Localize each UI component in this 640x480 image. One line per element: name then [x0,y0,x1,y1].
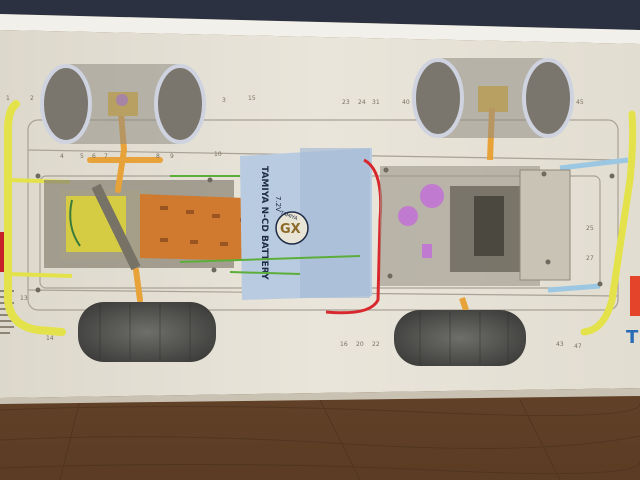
part-number: 3 [222,97,226,104]
receiver-inner [474,196,504,256]
part-number: 43 [556,341,564,348]
right-orange-mark [630,276,640,316]
part-number: 13 [20,295,28,302]
wood-grain [0,399,640,480]
motor-badge-seal [275,211,309,245]
motor-badge: GX [280,222,301,237]
side-letter: T [626,327,639,348]
screw-dots [35,167,615,293]
front-bumper [3,100,66,336]
rear-axle-bottom [459,297,469,311]
part-number: 25 [586,225,594,232]
part-number: 20 [356,341,364,348]
box-bottom-edge [0,388,640,404]
part-number: 16 [340,341,348,348]
part-number: 47 [574,343,582,350]
part-number: 5 [80,153,84,160]
rail-right-top [559,157,629,171]
battery-voltage: 7.2V [274,196,282,212]
part-number: 4 [60,153,64,160]
battery-label: TAMIYA N-CD BATTERY [259,166,269,280]
servo-purple-bottom [422,244,432,258]
box-top-edge [0,0,640,30]
rail-right-bottom [547,283,601,293]
part-number-callouts: 1 2 3 4 5 6 7 8 9 10 15 23 24 31 40 45 1… [6,95,594,350]
part-number: 9 [170,153,174,160]
part-number: 22 [372,341,380,348]
part-number: 1 [6,95,10,102]
part-number: 10 [214,151,222,158]
part-number: 27 [586,255,594,262]
part-number: 45 [576,99,584,106]
rear-top-wheel [412,58,574,138]
part-number: 23 [342,99,350,106]
rear-bumper [580,110,637,336]
part-number: 40 [402,99,410,106]
front-bottom-tire [78,302,216,362]
box-top-lip [0,14,640,44]
rear-frame-box [519,169,571,281]
part-number: 6 [92,153,96,160]
front-brace [91,183,141,271]
front-top-wheel [40,64,206,144]
bumper-stay-bottom [7,272,73,278]
servo-purple-mid [398,206,418,226]
part-number: 31 [372,99,380,106]
part-number: 15 [248,95,256,102]
rear-tire-tread [419,312,509,364]
part-number: 2 [30,95,34,102]
battery-side [300,148,370,298]
part-number: 8 [156,153,160,160]
part-number: 14 [46,335,54,342]
green-wire-front [69,199,81,247]
servo-purple-top [420,184,444,208]
rear-bottom-tire [394,310,526,366]
green-wires [170,175,361,275]
part-number: 24 [358,99,366,106]
part-number: 7 [104,153,108,160]
front-tire-tread [99,304,191,360]
